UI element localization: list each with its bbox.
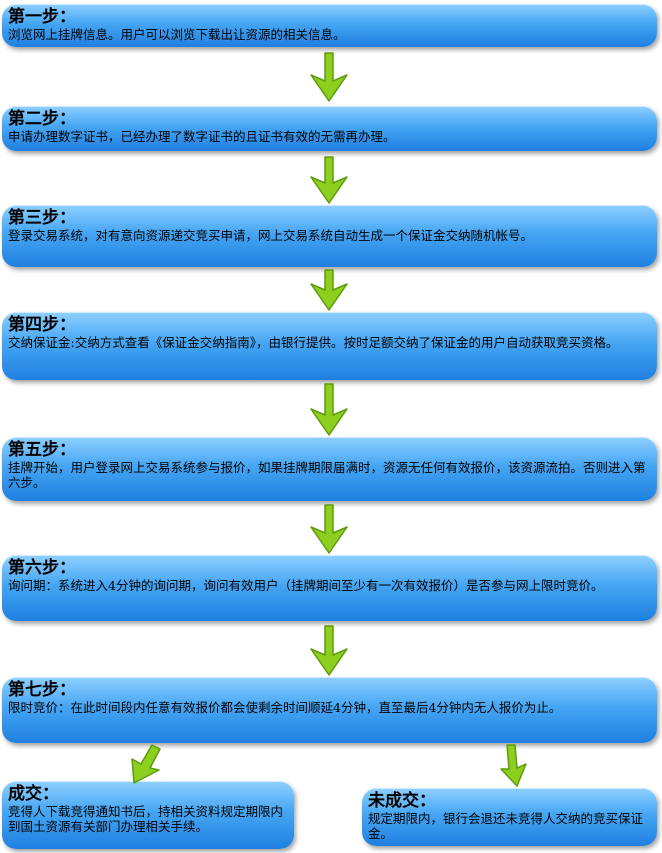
step-3-box: 第三步： 登录交易系统，对有意向资源递交竞买申请，网上交易系统自动生成一个保证金… — [2, 205, 657, 267]
step-1-box: 第一步： 浏览网上挂牌信息。用户可以浏览下载出让资源的相关信息。 — [2, 4, 657, 47]
step-1-text: 浏览网上挂牌信息。用户可以浏览下载出让资源的相关信息。 — [8, 27, 346, 42]
step-4-title: 第四步： — [8, 315, 76, 335]
deal-text: 竞得人下载竞得通知书后，持相关资料规定期限内到国土资源有关部门办理相关手续。 — [8, 804, 284, 834]
no-deal-box: 未成交： 规定期限内，银行会退还未竞得人交纳的竞买保证金。 — [362, 788, 657, 846]
step-1-title: 第一步： — [8, 7, 76, 27]
step-2-title: 第二步： — [8, 109, 76, 129]
step-3-title: 第三步： — [8, 208, 76, 228]
step-5-box: 第五步： 挂牌开始，用户登录网上交易系统参与报价，如果挂牌期限届满时，资源无任何… — [2, 437, 657, 501]
no-deal-text: 规定期限内，银行会退还未竞得人交纳的竞买保证金。 — [368, 811, 644, 841]
step-6-text: 询问期：系统进入4分钟的询问期，询问有效用户（挂牌期间至少有一次有效报价）是否参… — [8, 578, 604, 593]
step-2-text: 申请办理数字证书，已经办理了数字证书的且证书有效的无需再办理。 — [8, 129, 396, 144]
down-arrow-icon — [310, 269, 348, 311]
step-7-text: 限时竞价：在此时间段内任意有效报价都会使剩余时间顺延4分钟，直至最后4分钟内无人… — [8, 700, 562, 715]
down-arrow-icon — [310, 156, 348, 204]
step-7-box: 第七步： 限时竞价：在此时间段内任意有效报价都会使剩余时间顺延4分钟，直至最后4… — [2, 677, 657, 743]
step-2-box: 第二步： 申请办理数字证书，已经办理了数字证书的且证书有效的无需再办理。 — [2, 106, 657, 151]
down-arrow-icon — [310, 625, 348, 676]
deal-title: 成交： — [8, 784, 59, 804]
no-deal-title: 未成交： — [368, 791, 436, 811]
deal-box: 成交： 竞得人下载竞得通知书后，持相关资料规定期限内到国土资源有关部门办理相关手… — [2, 781, 294, 849]
down-arrow-icon — [310, 504, 348, 554]
step-7-title: 第七步： — [8, 680, 76, 700]
down-right-arrow-icon — [500, 744, 527, 787]
step-4-text: 交纳保证金:交纳方式查看《保证金交纳指南》，由银行提供。按时足额交纳了保证金的用… — [8, 335, 619, 350]
down-arrow-icon — [310, 52, 348, 102]
down-left-arrow-icon — [131, 744, 161, 784]
down-arrow-icon — [310, 383, 348, 436]
step-5-text: 挂牌开始，用户登录网上交易系统参与报价，如果挂牌期限届满时，资源无任何有效报价，… — [8, 460, 646, 490]
step-5-title: 第五步： — [8, 440, 76, 460]
step-4-box: 第四步： 交纳保证金:交纳方式查看《保证金交纳指南》，由银行提供。按时足额交纳了… — [2, 312, 657, 380]
step-6-box: 第六步： 询问期：系统进入4分钟的询问期，询问有效用户（挂牌期间至少有一次有效报… — [2, 555, 657, 621]
step-6-title: 第六步： — [8, 558, 76, 578]
step-3-text: 登录交易系统，对有意向资源递交竞买申请，网上交易系统自动生成一个保证金交纳随机帐… — [8, 228, 534, 243]
